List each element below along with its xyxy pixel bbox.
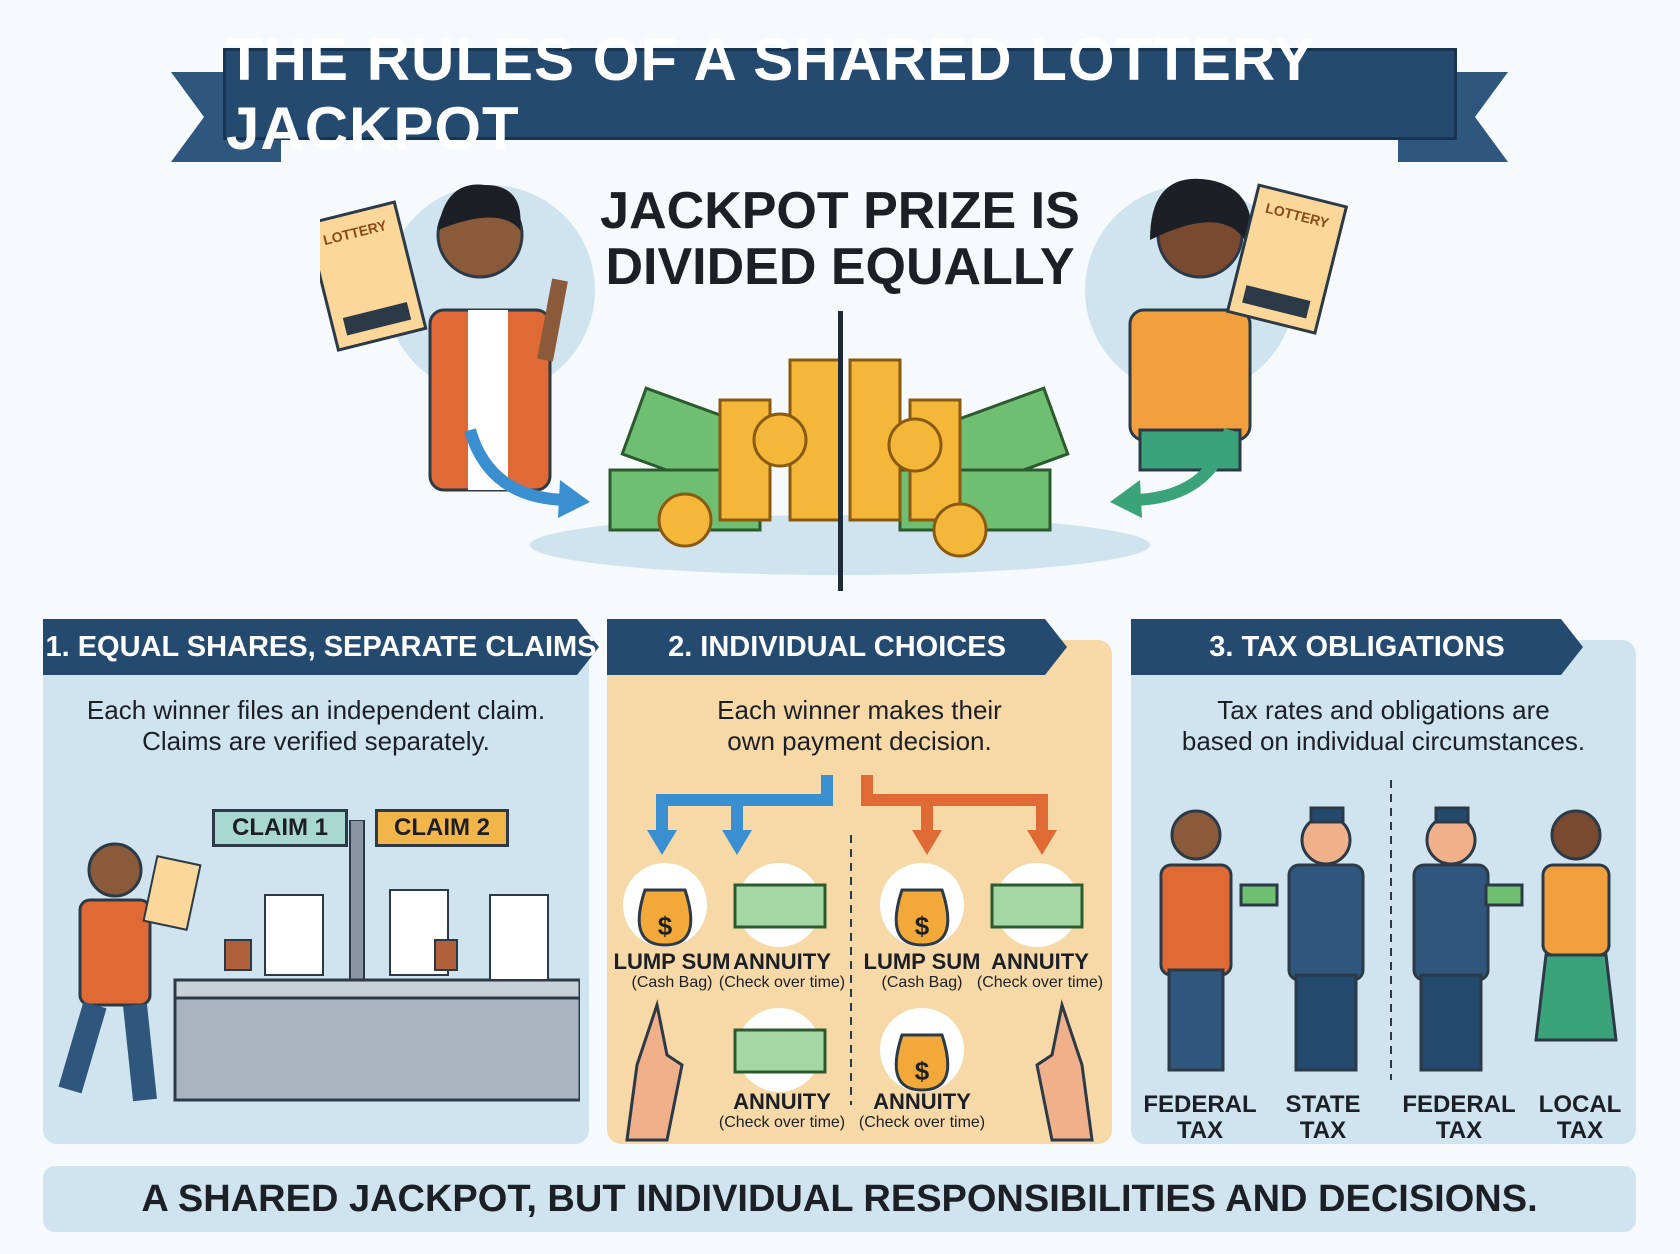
- section-1-description: Each winner files an independent claim. …: [43, 695, 589, 757]
- claim-1-sign: CLAIM 1: [212, 809, 348, 847]
- claims-counter-illustration: [58, 820, 580, 1102]
- option-label: ANNUITY: [991, 949, 1089, 974]
- svg-text:$: $: [658, 911, 673, 941]
- option-sublabel: (Check over time): [718, 974, 846, 991]
- payment-options: LUMP SUM(Cash Bag) ANNUITY(Check over ti…: [607, 950, 1112, 1150]
- arrow-green-icon: [1110, 428, 1236, 518]
- option-label: ANNUITY: [873, 1089, 971, 1114]
- tax-label-line: FEDERAL: [1402, 1091, 1516, 1118]
- svg-text:$: $: [915, 911, 930, 941]
- option-annuity[interactable]: ANNUITY(Check over time): [975, 950, 1105, 992]
- description-line: Tax rates and obligations are: [1217, 695, 1550, 725]
- description-line: Claims are verified separately.: [142, 726, 490, 756]
- section-2-header: 2. INDIVIDUAL CHOICES: [607, 619, 1067, 675]
- tax-label-line: STATE: [1285, 1091, 1361, 1118]
- option-annuity[interactable]: ANNUITY(Check over time): [717, 950, 847, 992]
- tax-label-line: TAX: [1556, 1117, 1604, 1144]
- description-line: Each winner makes their: [717, 695, 1002, 725]
- page-title: THE RULES OF A SHARED LOTTERY JACKPOT: [223, 26, 1457, 162]
- option-label: ANNUITY: [733, 1089, 831, 1114]
- money-pile-illustration: [530, 340, 1150, 590]
- claim-2-sign: CLAIM 2: [375, 809, 509, 847]
- option-sublabel: (Check over time): [976, 974, 1104, 991]
- tax-label-line: TAX: [1176, 1117, 1224, 1144]
- choice-arrows-and-icons: $ $ $: [623, 775, 1094, 1142]
- subtitle-line-1: JACKPOT PRIZE IS: [600, 182, 1080, 240]
- option-sublabel: (Check over time): [718, 1114, 846, 1131]
- option-annuity-selected[interactable]: ANNUITY(Check over time): [717, 1090, 847, 1132]
- female-winner-illustration: LOTTERY: [1085, 178, 1349, 472]
- section-3-description: Tax rates and obligations are based on i…: [1131, 695, 1636, 757]
- section-2-description: Each winner makes their own payment deci…: [607, 695, 1112, 757]
- option-sublabel: (Cash Bag): [881, 974, 963, 991]
- description-line: Each winner files an independent claim.: [86, 695, 546, 725]
- option-label: LUMP SUM: [863, 949, 981, 974]
- center-divider: [838, 311, 843, 591]
- tax-label-line: LOCAL: [1538, 1091, 1622, 1118]
- arrow-blue-icon: [464, 428, 590, 518]
- svg-text:$: $: [915, 1056, 930, 1086]
- footer-banner: A SHARED JACKPOT, BUT INDIVIDUAL RESPONS…: [43, 1166, 1636, 1232]
- option-label: LUMP SUM: [613, 949, 731, 974]
- tax-figures-illustration: [1159, 780, 1618, 1080]
- section-3-header: 3. TAX OBLIGATIONS: [1131, 619, 1583, 675]
- description-line: own payment decision.: [727, 726, 992, 756]
- tax-label-line: TAX: [1299, 1117, 1347, 1144]
- section-1-header: 1. EQUAL SHARES, SEPARATE CLAIMS: [43, 619, 599, 675]
- subtitle-line-2: DIVIDED EQUALLY: [605, 238, 1075, 296]
- option-sublabel: (Cash Bag): [631, 974, 713, 991]
- tax-label-line: TAX: [1435, 1117, 1483, 1144]
- option-lump-sum[interactable]: LUMP SUM(Cash Bag): [607, 950, 737, 992]
- tax-label-line: FEDERAL: [1143, 1091, 1257, 1118]
- option-lump-sum[interactable]: LUMP SUM(Cash Bag): [857, 950, 987, 992]
- option-annuity-selected[interactable]: ANNUITY(Check over time): [857, 1090, 987, 1132]
- subtitle: JACKPOT PRIZE IS DIVIDED EQUALLY: [540, 183, 1140, 295]
- description-line: based on individual circumstances.: [1181, 726, 1586, 756]
- option-label: ANNUITY: [733, 949, 831, 974]
- option-sublabel: (Check over time): [858, 1114, 986, 1131]
